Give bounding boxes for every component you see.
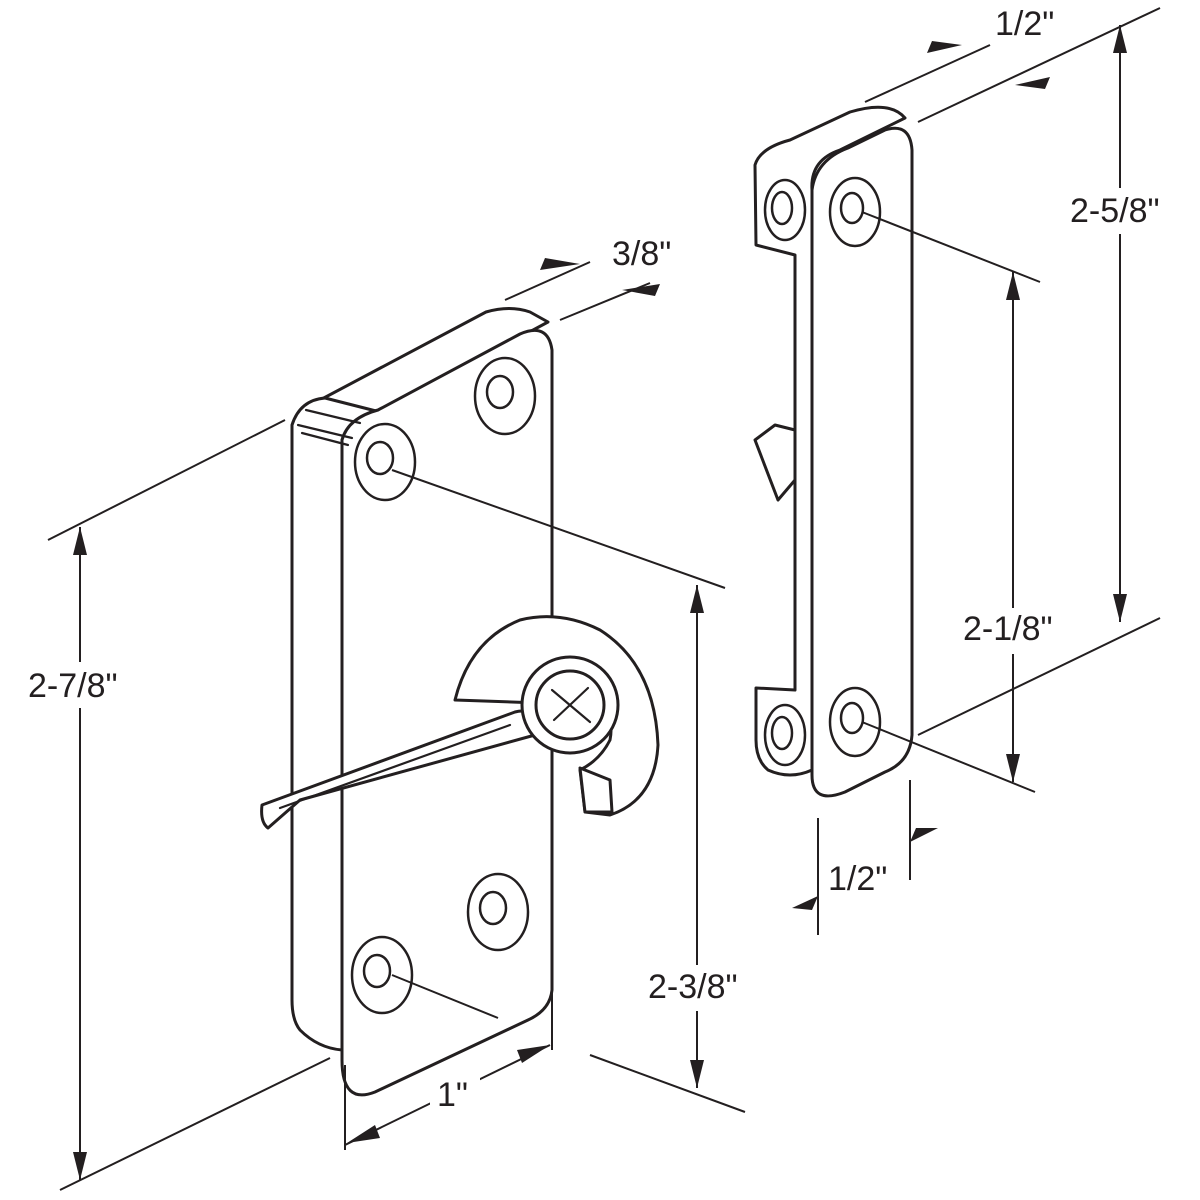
latch-lever: [260, 615, 660, 830]
keeper: [753, 105, 914, 798]
dim-latch-thickness: 3/8": [504, 235, 671, 321]
dim-latch-height: 2-7/8": [22, 419, 331, 1191]
latch-hole-top-right: [473, 356, 537, 436]
latch-hole-bottom-right: [466, 872, 530, 952]
dim-latch-width-label: 1": [437, 1076, 468, 1114]
dim-keeper-height: 2-5/8": [917, 25, 1183, 736]
dim-keeper-width: 1/2": [792, 780, 938, 935]
keeper-hole-top-side: [763, 178, 807, 242]
dim-latch-thickness-label: 3/8": [612, 235, 671, 273]
latch-hole-top-left: [353, 422, 417, 502]
dim-keeper-width-label: 1/2": [828, 860, 887, 898]
keeper-hole-top-front: [828, 176, 882, 248]
dim-latch-hole-spacing: 2-3/8": [391, 469, 760, 1113]
dim-keeper-hole-spacing: 2-1/8": [861, 211, 1076, 793]
dim-keeper-depth: 1/2": [864, 5, 1161, 123]
dim-keeper-hole-spacing-label: 2-1/8": [963, 610, 1053, 648]
dim-latch-width: 1": [344, 955, 553, 1150]
keeper-hole-bottom-front: [828, 686, 882, 758]
dim-latch-hole-spacing-label: 2-3/8": [648, 968, 738, 1006]
dim-keeper-depth-label: 1/2": [995, 5, 1054, 43]
latch-hole-bottom-left: [350, 935, 414, 1015]
dim-latch-height-label: 2-7/8": [28, 667, 118, 705]
latch-plate: [260, 307, 660, 1097]
dim-keeper-height-label: 2-5/8": [1070, 192, 1160, 230]
keeper-hole-bottom-side: [763, 703, 807, 767]
